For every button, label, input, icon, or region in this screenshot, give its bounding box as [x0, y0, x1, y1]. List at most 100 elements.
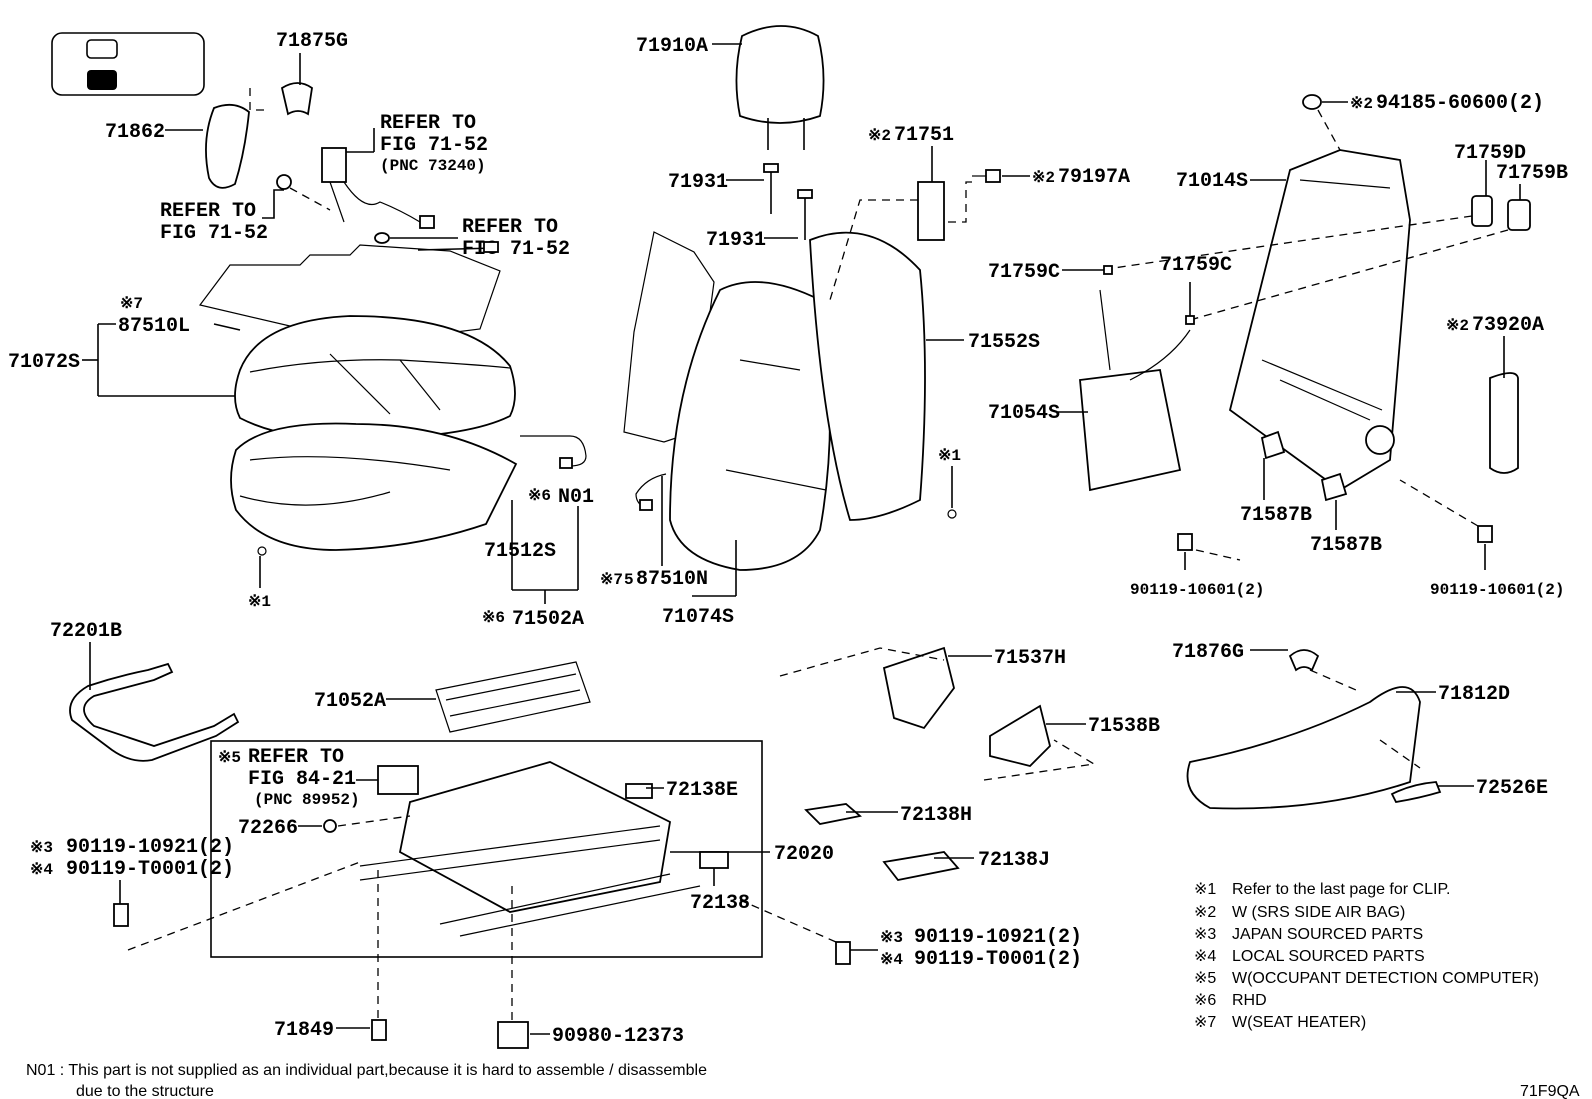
part-buckle-shape: [321, 147, 347, 183]
label-71074s: 71074S: [662, 606, 734, 629]
svg-text:LOCAL SOURCED PARTS: LOCAL SOURCED PARTS: [1232, 948, 1425, 965]
svg-text:※1: ※1: [1194, 881, 1216, 898]
seat-track-group: ※5 REFER TO FIG 84-21 (PNC 89952) 72020 …: [210, 740, 834, 958]
label-left-bolt-3: 90119-10921(2): [66, 836, 234, 859]
part-71537h-shape: [882, 646, 955, 730]
svg-text:※6: ※6: [1194, 992, 1216, 1009]
part-anchor-shape: [276, 174, 292, 190]
part-71849-shape: [371, 1019, 387, 1041]
label-71552s: 71552S: [968, 331, 1040, 354]
label-71759d: 71759D: [1454, 142, 1526, 165]
label-71072s: 71072S: [8, 351, 80, 374]
label-clip-mark-a: ※1: [248, 593, 271, 611]
note-5: ※5 W(OCCUPANT DETECTION COMPUTER): [1194, 970, 1539, 987]
part-washer-shape: [374, 232, 390, 244]
svg-text:W(SEAT HEATER): W(SEAT HEATER): [1232, 1014, 1366, 1031]
label-90980: 90980-12373: [552, 1025, 684, 1048]
label-refer1-b: FIG 71-52: [380, 134, 488, 157]
label-71052a: 71052A: [314, 690, 386, 713]
label-refer4-a: REFER TO: [248, 746, 344, 769]
label-72201b: 72201B: [50, 620, 122, 643]
label-n01: N01: [558, 486, 594, 509]
label-71910a: 71910A: [636, 35, 708, 58]
legend-box: [51, 32, 205, 96]
label-refer3-b: FIG 71-52: [462, 238, 570, 261]
label-right-bolt-mark3: ※3: [880, 929, 903, 947]
label-79197a: 79197A: [1058, 166, 1130, 189]
svg-text:※4: ※4: [1194, 948, 1216, 965]
label-71931-a: 71931: [668, 171, 728, 194]
part-72526e-shape: [1390, 781, 1442, 803]
diagram-id: 71F9QA: [1520, 1083, 1580, 1099]
part-71862-shape: [205, 103, 250, 189]
svg-text:Refer to the last page for CLI: Refer to the last page for CLIP.: [1232, 881, 1451, 898]
label-refer1-c: (PNC 73240): [380, 157, 486, 175]
label-72138e: 72138E: [666, 779, 738, 802]
part-71014s-shape: [1228, 149, 1411, 492]
label-87510l-mark: ※7: [120, 295, 143, 313]
label-right-bolt-4: 90119-T0001(2): [914, 948, 1082, 971]
label-71512s: 71512S: [484, 540, 556, 563]
label-left-bolt-4: 90119-T0001(2): [66, 858, 234, 881]
note-6: ※6 RHD: [1194, 992, 1267, 1009]
side-shield-group: 71876G 71812D 72526E: [1172, 641, 1548, 810]
part-71812d-shape: [1186, 686, 1421, 810]
lower-left-group: 72201B 71052A: [50, 620, 591, 762]
label-71587b-a: 71587B: [1240, 504, 1312, 527]
svg-text:RHD: RHD: [1232, 992, 1267, 1009]
svg-text:※5: ※5: [1194, 970, 1216, 987]
label-refer4-c: (PNC 89952): [254, 791, 360, 809]
label-refer2-b: FIG 71-52: [160, 222, 268, 245]
part-71538b-shape: [989, 704, 1051, 767]
label-71759c-b: 71759C: [1160, 254, 1232, 277]
label-73920a-mark: ※2: [1446, 317, 1469, 335]
part-71512s-shape: [230, 422, 518, 551]
belt-trim-group: 71875G 71862 REFER TO FIG 71-52 (PNC 732…: [105, 30, 570, 261]
label-71502a: 71502A: [512, 608, 584, 631]
label-87510n: 87510N: [636, 568, 708, 591]
legend-swatch-black: [87, 70, 117, 90]
label-71812d: 71812D: [1438, 683, 1510, 706]
back-frame-group: ※2 94185-60600(2) 71014S 71759D 71759B 7…: [988, 92, 1568, 599]
label-refer2-a: REFER TO: [160, 200, 256, 223]
label-71751-mark: ※2: [868, 127, 891, 145]
part-71751-shape: [917, 181, 945, 241]
label-71931-b: 71931: [706, 229, 766, 252]
part-71072s-shape: [234, 315, 516, 440]
seat-back-group: 71910A 71931 71931 71552S ※7 5 87510N 71…: [600, 25, 1130, 629]
svg-text:※7: ※7: [1194, 1014, 1216, 1031]
label-87510l: 87510L: [118, 315, 190, 338]
part-71910a-shape: [735, 25, 825, 124]
label-72020: 72020: [774, 843, 834, 866]
label-clip-mark-b: ※1: [938, 447, 961, 465]
label-refer1-a: REFER TO: [380, 112, 476, 135]
label-71876g: 71876G: [1172, 641, 1244, 664]
label-71875g: 71875G: [276, 30, 348, 53]
part-72138j-shape: [882, 851, 960, 881]
label-73920a: 73920A: [1472, 314, 1544, 337]
part-72138h-shape: [804, 803, 862, 825]
label-71537h: 71537H: [994, 647, 1066, 670]
seat-track-box: [210, 740, 763, 958]
label-87510n-mark: ※7: [600, 571, 623, 589]
note-7: ※7 W(SEAT HEATER): [1194, 1014, 1366, 1031]
label-90119-10601-a: 90119-10601(2): [1130, 581, 1264, 599]
svg-text:W(OCCUPANT DETECTION COMPUTER): W(OCCUPANT DETECTION COMPUTER): [1232, 970, 1539, 987]
label-left-bolt-mark3: ※3: [30, 839, 53, 857]
label-72526e: 72526E: [1476, 777, 1548, 800]
part-90980-shape: [497, 1021, 529, 1049]
part-73920a-shape: [1489, 372, 1519, 474]
part-71054s-shape: [1079, 369, 1182, 492]
part-72020-shape: [398, 761, 671, 913]
label-71849: 71849: [274, 1019, 334, 1042]
label-94185-mark: ※2: [1350, 95, 1373, 113]
label-refer4-mark: ※5: [218, 749, 241, 767]
label-71587b-b: 71587B: [1310, 534, 1382, 557]
label-72266: 72266: [238, 817, 298, 840]
label-72138: 72138: [690, 892, 750, 915]
seat-cushion-group: ※7 87510L 71072S ※1 ※6 N01 71512S ※6 715…: [8, 241, 594, 631]
